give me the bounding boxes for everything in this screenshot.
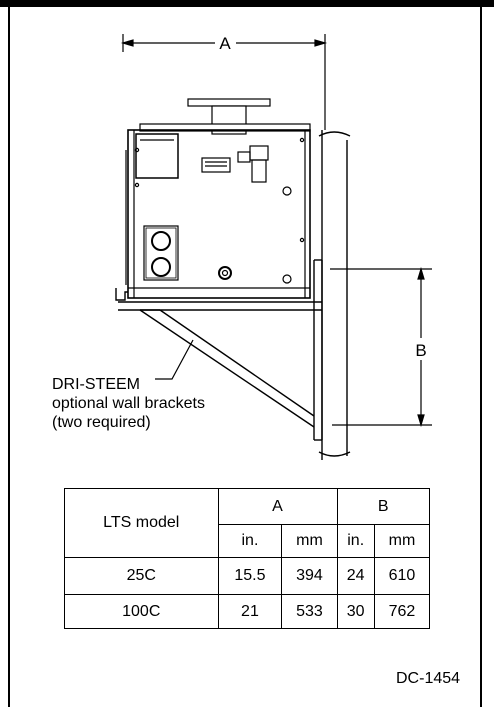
group-header-a: A	[217, 488, 338, 525]
value-cell: 762	[373, 594, 431, 629]
unit-header-row: in. mm in. mm	[65, 524, 431, 558]
callout-leader	[155, 339, 194, 380]
model-cell: 100C	[64, 594, 219, 629]
group-header-b: B	[336, 488, 430, 525]
dimension-a-label: A	[219, 34, 231, 53]
page-frame	[8, 7, 482, 707]
value-cell: 24	[336, 557, 375, 595]
header-bar	[0, 0, 494, 7]
unit-header: mm	[281, 524, 338, 558]
unit-header: in.	[217, 524, 283, 558]
callout-line-2: optional wall brackets	[52, 395, 205, 412]
value-cell: 21	[217, 594, 283, 629]
dimensions-table: LTS model A B in. mm in. mm 25C 15.5 394…	[64, 488, 431, 629]
model-cell: 25C	[64, 557, 219, 595]
steam-outlet-flange	[139, 98, 311, 135]
callout-line-3: (two required)	[52, 414, 151, 431]
document-reference: DC-1454	[396, 670, 461, 687]
value-cell: 610	[373, 557, 431, 595]
humidifier-cabinet	[125, 129, 311, 299]
dimension-b-label: B	[415, 341, 426, 360]
wall-bracket	[115, 259, 323, 441]
dimension-a	[120, 34, 328, 130]
table-row: 100C 21 533 30 762	[64, 594, 431, 629]
table-row: 25C 15.5 394 24 610	[64, 557, 431, 595]
callout-line-1: DRI-STEEM	[52, 376, 140, 393]
unit-header: mm	[373, 524, 431, 558]
model-header: LTS model	[64, 488, 219, 558]
dimension-b	[330, 266, 432, 428]
unit-header: in.	[336, 524, 375, 558]
value-cell: 30	[336, 594, 375, 629]
value-cell: 394	[281, 557, 338, 595]
value-cell: 533	[281, 594, 338, 629]
wall	[318, 130, 351, 460]
table-header-row: LTS model A B	[64, 488, 430, 558]
value-cell: 15.5	[217, 557, 283, 595]
